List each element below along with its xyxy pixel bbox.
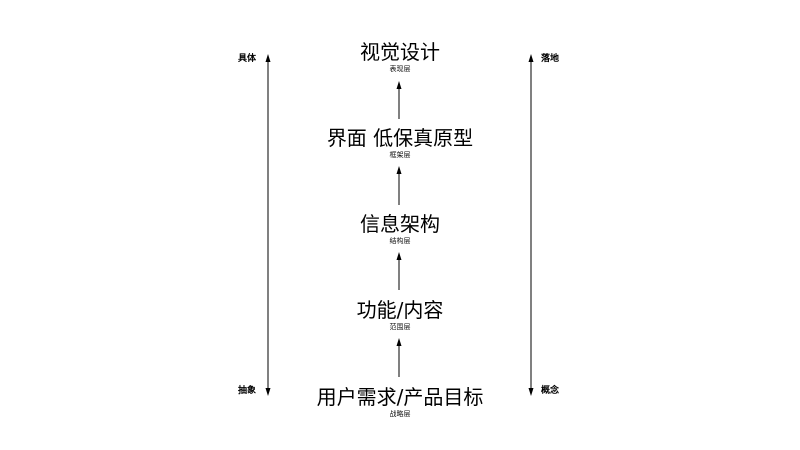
layer-skeleton: 界面 低保真原型 框架层	[250, 126, 550, 160]
layer-strategy: 用户需求/产品目标 战略层	[250, 385, 550, 419]
layer-title: 用户需求/产品目标	[316, 385, 484, 409]
layer-title: 界面 低保真原型	[326, 126, 474, 150]
layer-scope: 功能/内容 范围层	[250, 298, 550, 332]
layer-subtitle: 表现层	[389, 65, 411, 73]
layer-subtitle: 战略层	[389, 410, 411, 418]
layer-title: 信息架构	[360, 212, 440, 236]
layer-subtitle: 结构层	[389, 237, 411, 245]
layer-subtitle: 范围层	[389, 323, 411, 331]
layer-title: 视觉设计	[360, 40, 440, 64]
layer-subtitle: 框架层	[389, 151, 411, 159]
layer-structure: 信息架构 结构层	[250, 212, 550, 246]
left-axis-bottom-label: 抽象	[238, 386, 257, 396]
layer-surface: 视觉设计 表现层	[250, 40, 550, 74]
left-axis-top-label: 具体	[238, 54, 257, 64]
layer-title: 功能/内容	[356, 298, 444, 322]
right-axis-top-label: 落地	[541, 54, 560, 64]
right-axis-bottom-label: 概念	[541, 386, 560, 396]
